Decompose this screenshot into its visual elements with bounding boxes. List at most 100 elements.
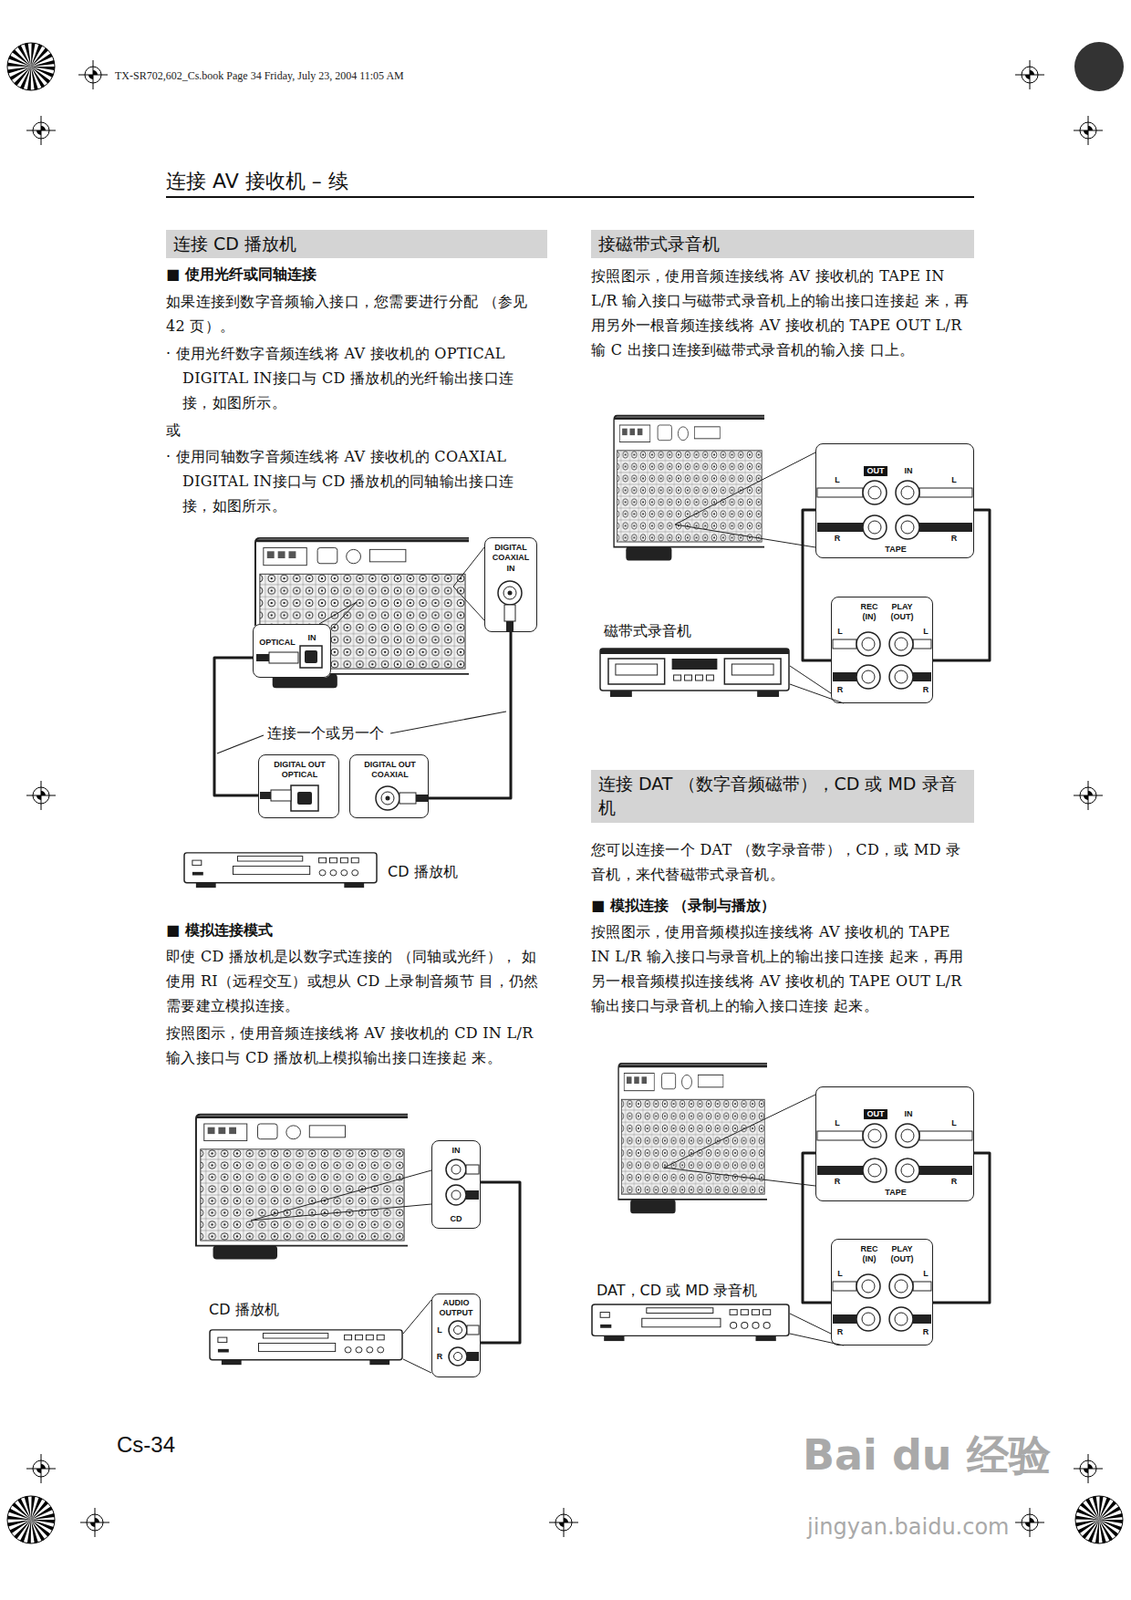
- device-caption: 磁带式录音机: [603, 622, 692, 642]
- paragraph: 按照图示，使用音频模拟连接线将 AV 接收机的 TAPE IN L/R 输入接口…: [591, 919, 975, 1018]
- audio-cable: [802, 1152, 831, 1303]
- heading-text: 接磁带式录音机: [591, 229, 975, 258]
- jack-label: CD: [434, 1214, 478, 1225]
- jack-callout: DIGITAL OUT OPTICAL: [258, 754, 340, 819]
- jack-label: R: [921, 684, 931, 696]
- jack-label: R: [949, 1176, 959, 1187]
- page-header: TX-SR702,602_Cs.book Page 34 Friday, Jul…: [114, 69, 405, 84]
- jack-label: L: [832, 475, 842, 486]
- jack-label: DIGITAL COAXIAL: [487, 542, 535, 563]
- section-heading: 连接 DAT （数字音频磁带），CD 或 MD 录音机: [591, 769, 975, 823]
- jack-label: R: [435, 1351, 445, 1362]
- recorder-jack-panel: REC (IN)PLAY (OUT)LLRR: [830, 596, 934, 704]
- digital-connection-figure: [349, 754, 429, 819]
- jack-label: R: [921, 1327, 931, 1338]
- audio-cable: [933, 1152, 990, 1303]
- watermark: Bai du 经验: [802, 1427, 1051, 1484]
- dat-figure: [789, 1313, 844, 1346]
- page-number: Cs-34: [116, 1431, 176, 1458]
- dat-figure: [830, 1238, 934, 1346]
- analog-cd-figure: [431, 1140, 479, 1229]
- digital-connection-figure: [319, 547, 485, 630]
- recorder-jack-panel: REC (IN)PLAY (OUT)LLRR: [830, 1238, 934, 1346]
- figure-note: 连接一个或另一个: [267, 724, 384, 744]
- tape-figure: [613, 415, 765, 561]
- jack-label: REC (IN): [853, 1244, 885, 1265]
- registration-marks: [78, 60, 108, 90]
- jack-callout: IN CD: [431, 1140, 481, 1229]
- dat-figure: [618, 1063, 768, 1214]
- tape-figure: [815, 443, 975, 559]
- analog-cd-figure: [196, 1114, 479, 1378]
- jack-label: L: [832, 1118, 842, 1129]
- registration-marks: [80, 1507, 110, 1537]
- jack-label: TAPE: [873, 1187, 918, 1198]
- bullet-item: · 使用光纤数字音频连线将 AV 接收机的 OPTICAL DIGITAL IN…: [166, 341, 548, 416]
- audio-cable: [428, 632, 511, 799]
- jack-label: PLAY (OUT): [886, 601, 918, 623]
- registration-marks: [1075, 1495, 1123, 1544]
- registration-marks: [1073, 115, 1103, 146]
- paragraph: 您可以连接一个 DAT （数字录音带），CD，或 MD 录 音机，来代替磁带式录…: [591, 837, 975, 887]
- analog-cd-figure: [196, 1114, 408, 1260]
- section-heading: 连接 CD 播放机: [166, 229, 548, 259]
- device-caption: DAT，CD 或 MD 录音机: [596, 1281, 758, 1301]
- jack-label: IN: [434, 1145, 478, 1156]
- title-rule: [166, 196, 975, 198]
- jack-label: IN: [487, 563, 535, 574]
- registration-marks: [549, 1507, 579, 1537]
- dat-figure: [815, 1086, 975, 1202]
- jack-label: L: [435, 1325, 445, 1336]
- digital-connection-figure: [252, 623, 332, 678]
- registration-marks: [26, 115, 56, 146]
- jack-label: DIGITAL OUT COAXIAL: [353, 759, 426, 780]
- jack-label: L: [949, 1118, 959, 1129]
- tape-jack-panel: OUTINLLRRTAPE: [815, 443, 975, 559]
- paragraph: 或: [166, 417, 181, 443]
- subheading: ■ 使用光纤或同轴连接: [166, 265, 317, 285]
- registration-marks: [7, 41, 1124, 1544]
- registration-marks: [1073, 780, 1103, 810]
- heading-text: 连接 CD 播放机: [166, 229, 548, 258]
- jack-callout: DIGITAL OUT COAXIAL: [349, 754, 429, 819]
- jack-label: R: [835, 684, 845, 696]
- jack-callout: DIGITAL COAXIALIN: [484, 537, 538, 633]
- jack-label: OUT: [863, 1109, 888, 1120]
- jack-label: L: [835, 1268, 845, 1279]
- subheading: ■ 模拟连接 （录制与播放）: [591, 896, 776, 916]
- jack-label: R: [832, 533, 842, 544]
- jack-callout: AUDIO OUTPUT L R: [431, 1293, 481, 1378]
- analog-cd-figure: [250, 1170, 432, 1221]
- jack-label: REC (IN): [853, 601, 885, 623]
- jack-label: AUDIO OUTPUT: [434, 1297, 478, 1318]
- audio-cable: [480, 1182, 520, 1343]
- section-heading: 接磁带式录音机: [591, 229, 975, 259]
- registration-marks: [7, 42, 55, 91]
- jack-callout: INOPTICAL: [252, 623, 332, 678]
- jack-label: DIGITAL OUT OPTICAL: [262, 759, 337, 780]
- tape-figure: [600, 415, 975, 704]
- digital-connection-figure: [217, 711, 507, 754]
- jack-label: IN: [897, 1109, 920, 1120]
- paragraph: 即使 CD 播放机是以数字式连接的 （同轴或光纤）， 如使用 RI（远程交互）或…: [166, 944, 548, 1018]
- digital-connection-figure: [184, 852, 377, 888]
- jack-label: L: [835, 626, 845, 637]
- heading-text: 连接 DAT （数字音频磁带），CD 或 MD 录音机: [591, 769, 975, 821]
- registration-marks: [1015, 60, 1045, 90]
- device-caption: CD 播放机: [387, 862, 458, 882]
- registration-marks: [1074, 41, 1124, 92]
- dat-figure: [591, 1063, 975, 1346]
- audio-cable: [214, 657, 259, 796]
- digital-connection-figure: [184, 537, 536, 888]
- dat-figure: [591, 1304, 789, 1341]
- tape-jack-panel: OUTINLLRRTAPE: [815, 1086, 975, 1202]
- digital-connection-figure: [484, 537, 536, 633]
- tape-figure: [789, 665, 844, 704]
- jack-label: IN: [897, 466, 920, 477]
- jack-label: TAPE: [873, 544, 918, 555]
- tape-figure: [674, 452, 816, 548]
- jack-label: PLAY (OUT): [886, 1244, 918, 1265]
- tape-figure: [830, 596, 934, 704]
- paragraph: 按照图示，使用音频连接线将 AV 接收机的 CD IN L/R 输入接口与 CD…: [166, 1020, 548, 1070]
